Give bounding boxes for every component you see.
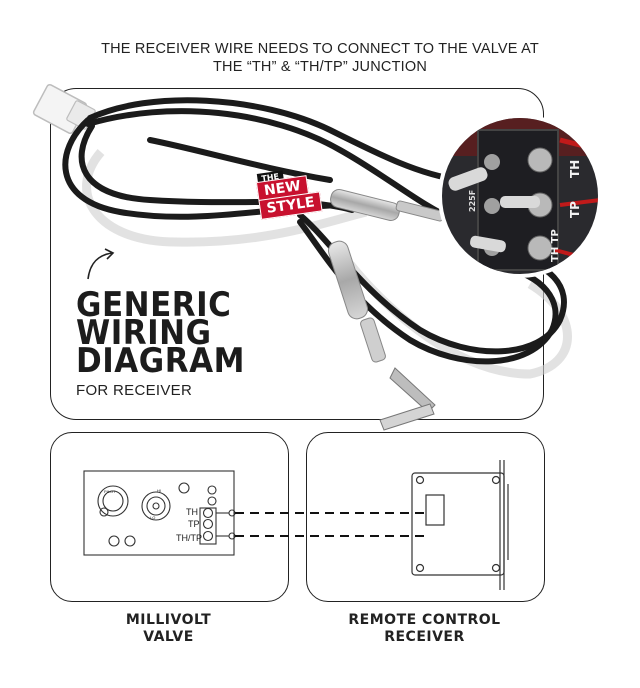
caption-right-line-1: REMOTE CONTROL [348,612,501,628]
millivolt-valve-panel [50,432,289,602]
spade-terminal-2 [327,240,436,431]
millivolt-valve-schematic [83,470,236,556]
spade-terminal-1 [330,188,445,222]
valve-dial-lo-label: LO [150,515,156,520]
caption-left-line-2: VALVE [143,629,194,645]
valve-dial-pilot-label: PILOT [104,489,116,494]
valve-terminal-tp-label: TP [188,519,200,529]
header-instructions: THE RECEIVER WIRE NEEDS TO CONNECT TO TH… [0,40,640,76]
header-line-2: THE “TH” & “TH/TP” JUNCTION [212,59,427,75]
curved-arrow-icon [87,248,115,280]
valve-dial-hi-label: HI [157,488,161,493]
caption-left-line-1: MILLIVOLT [125,612,212,628]
valve-terminal-closeup [438,114,602,278]
title-line-1: GENERIC [76,285,232,325]
title-line-2: WIRING [76,313,212,353]
receiver-schematic [411,460,509,590]
molex-connector [32,83,96,135]
diagram-title: GENERIC WIRING DIAGRAM FOR RECEIVER [76,285,245,399]
valve-terminal-thtp-label: TH/TP [176,533,202,543]
title-line-3: DIAGRAM [76,341,245,381]
caption-right-line-2: RECEIVER [384,629,465,645]
caption-millivolt-valve: MILLIVOLT VALVE [50,612,287,646]
connection-wires-dashed [235,512,430,537]
valve-terminal-th-label: TH [186,507,198,517]
caption-remote-receiver: REMOTE CONTROL RECEIVER [306,612,543,646]
title-subtitle: FOR RECEIVER [76,382,193,399]
header-line-1: THE RECEIVER WIRE NEEDS TO CONNECT TO TH… [101,41,539,57]
